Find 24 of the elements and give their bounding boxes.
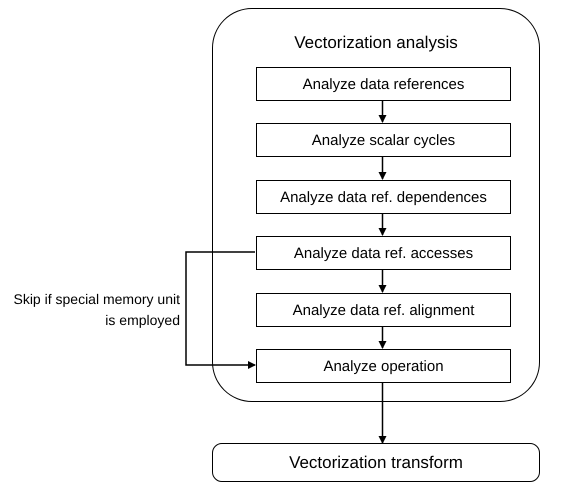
arrow <box>378 213 386 236</box>
edge-label: Skip if special memory unit is employed <box>12 290 180 330</box>
step-label: Analyze data references <box>302 76 464 92</box>
step-label: Analyze data ref. accesses <box>294 244 474 262</box>
process-box <box>256 67 511 101</box>
step-label: Vectorization transform <box>289 452 463 472</box>
step-label: Analyze operation <box>323 358 444 374</box>
group-title: Vectorization analysis <box>294 33 458 53</box>
arrow <box>185 251 256 369</box>
arrow <box>378 382 386 444</box>
step-label: Analyze scalar cycles <box>312 132 456 148</box>
process-box <box>256 180 511 214</box>
arrow <box>378 269 386 293</box>
arrow <box>378 100 386 123</box>
arrow <box>378 326 386 349</box>
process-box <box>256 236 511 270</box>
step-label: Analyze data ref. dependences <box>280 188 487 206</box>
process-box <box>256 293 511 327</box>
group-container <box>212 8 540 402</box>
process-box <box>256 349 511 383</box>
rounded-process-box <box>212 443 540 482</box>
step-label: Analyze data ref. alignment <box>292 302 474 318</box>
process-box <box>256 123 511 157</box>
arrow <box>378 156 386 180</box>
